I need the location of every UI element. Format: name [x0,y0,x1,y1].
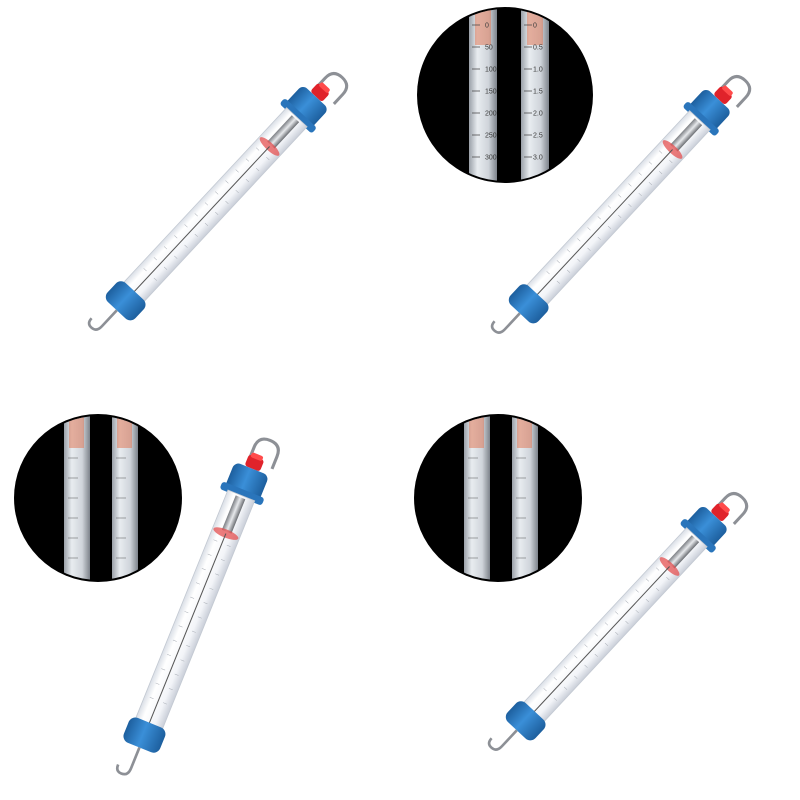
spring-scale [78,56,356,349]
zoom-right-scale-label: 0.5 [533,45,543,52]
product-photo-bottom-right [400,400,800,800]
zoom-scale-right: 0 0.5 1.0 1.5 2.0 2.5 3.0 [524,23,543,162]
zoom-inset: 0 50 100 150 200 250 300 0 0.5 1.0 1.5 2.0 2.5 3.0 [417,7,593,183]
zoom-left-scale-label: 100 [485,67,497,74]
product-photo-top-left [0,0,400,400]
zoom-left-scale-label: 50 [485,45,493,52]
zoom-scale-left: 0 50 100 150 200 250 300 [472,23,497,162]
zoom-left-scale-label: 200 [485,111,497,118]
zoom-left-scale-label: 300 [485,155,497,162]
zoom-left-scale-label: 150 [485,89,497,96]
product-photo-bottom-left [0,400,400,800]
zoom-inset [14,414,182,582]
zoom-left-scale-label: 250 [485,133,497,140]
zoom-right-scale-label: 1.5 [533,89,543,96]
zoom-right-scale-label: 3.0 [533,155,543,162]
zoom-inset [414,414,582,582]
zoom-left-scale-label: 0 [485,23,489,30]
product-photo-top-right: 0 50 100 150 200 250 300 0 0.5 1.0 1.5 2.0 2.5 3.0 [400,0,800,400]
zoom-right-scale-label: 0 [533,23,537,30]
zoom-right-scale-label: 2.0 [533,111,543,118]
zoom-right-scale-label: 1.0 [533,67,543,74]
zoom-right-scale-label: 2.5 [533,133,543,140]
